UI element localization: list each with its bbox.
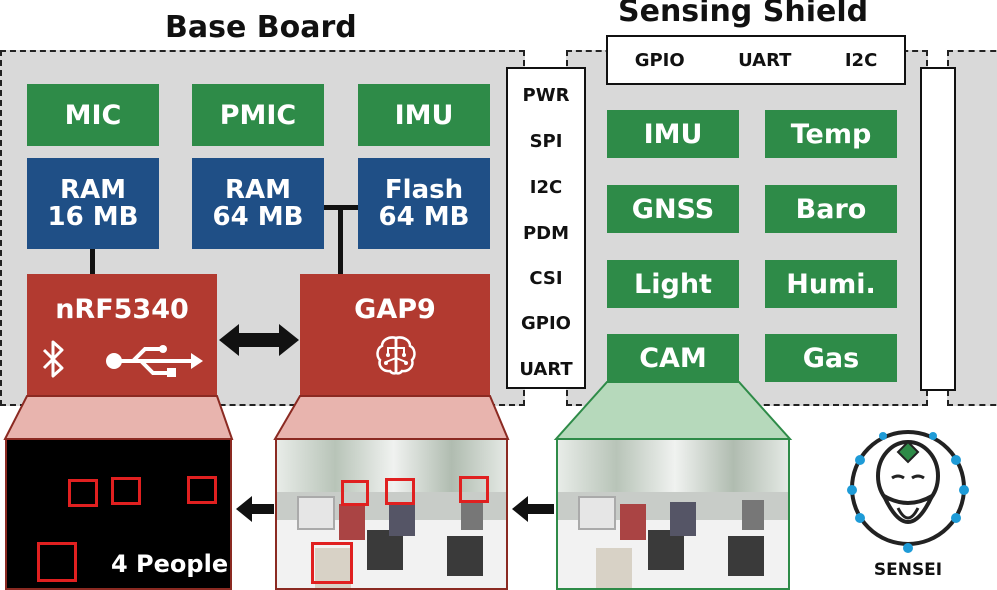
sensor-humidity: Humi. — [765, 260, 897, 308]
people-count-label: 4 People — [111, 550, 229, 578]
sensei-logo-text: SENSEI — [873, 560, 943, 580]
image-chair — [367, 530, 403, 570]
pmic-block: PMIC — [192, 84, 324, 146]
flash-64mb-line2: 64 MB — [378, 201, 470, 232]
memory-bus-wire-v — [338, 205, 343, 274]
ram16-to-nrf-wire — [90, 249, 95, 274]
image-chair — [648, 530, 684, 570]
image-person — [339, 504, 365, 540]
flash-64mb-line1: Flash — [384, 174, 464, 205]
ram-16mb-line2: 16 MB — [47, 201, 139, 232]
image-monitor — [578, 496, 616, 530]
image-person — [742, 500, 764, 530]
processed-camera-image — [275, 438, 508, 590]
detection-box — [459, 476, 489, 503]
shield-interface-bar: GPIO UART I2C — [606, 35, 906, 85]
sensor-temp: Temp — [765, 110, 897, 158]
shield-interface-uart: UART — [738, 49, 792, 71]
bus-uart: UART — [519, 359, 573, 380]
detection-box — [385, 478, 415, 505]
gap9-label: GAP9 — [354, 294, 436, 325]
shield-interface-i2c: I2C — [844, 49, 878, 71]
image-person — [620, 504, 646, 540]
ram-16mb-line1: RAM — [59, 174, 126, 205]
sensor-light: Light — [607, 260, 739, 308]
sensor-cam: CAM — [607, 334, 739, 382]
shield-connector — [920, 67, 956, 391]
shield-interface-gpio: GPIO — [634, 49, 685, 71]
image-chair — [728, 536, 764, 576]
left-arrow-icon — [236, 496, 274, 522]
raw-camera-image — [556, 438, 790, 590]
sensor-gnss: GNSS — [607, 185, 739, 233]
bus-pdm: PDM — [522, 223, 570, 244]
bidirectional-arrow-icon — [219, 324, 299, 356]
image-person — [596, 548, 632, 588]
bus-pwr: PWR — [522, 85, 570, 106]
bluetooth-icon — [42, 340, 64, 378]
base-board-title: Base Board — [165, 10, 357, 45]
image-monitor — [297, 496, 335, 530]
sensei-logo-icon — [847, 430, 969, 553]
detection-box — [68, 479, 98, 507]
detection-output-panel: 4 People — [5, 438, 232, 590]
nrf5340-block: nRF5340 — [27, 274, 217, 396]
bus-spi: SPI — [529, 131, 563, 152]
sensei-logo: SENSEI — [838, 418, 978, 588]
mic-block: MIC — [27, 84, 159, 146]
bus-i2c: I2C — [529, 177, 563, 198]
image-person — [670, 502, 696, 536]
detection-box — [37, 542, 77, 582]
ram-16mb-block: RAM 16 MB — [27, 158, 159, 249]
sensor-imu: IMU — [607, 110, 739, 158]
image-chair — [447, 536, 483, 576]
ram-64mb-line1: RAM — [224, 174, 291, 205]
zoom-funnels — [3, 381, 793, 440]
image-window — [277, 440, 506, 492]
image-window — [558, 440, 788, 492]
bus-connector: PWR SPI I2C PDM CSI GPIO UART — [506, 67, 586, 389]
left-arrow-icon — [512, 496, 554, 522]
bus-gpio: GPIO — [521, 313, 571, 334]
ram-64mb-block: RAM 64 MB — [192, 158, 324, 249]
nrf5340-label: nRF5340 — [55, 294, 189, 325]
flash-64mb-block: Flash 64 MB — [358, 158, 490, 249]
detection-box — [311, 542, 353, 584]
base-imu-block: IMU — [358, 84, 490, 146]
detection-box — [187, 476, 217, 504]
usb-icon — [106, 345, 203, 377]
image-person — [461, 500, 483, 530]
sensing-shield-title: Sensing Shield — [618, 0, 869, 29]
brain-circuit-icon — [376, 336, 416, 375]
ram-64mb-line2: 64 MB — [212, 201, 304, 232]
detection-box — [341, 480, 369, 506]
gap9-block: GAP9 — [300, 274, 490, 396]
bus-csi: CSI — [529, 268, 563, 289]
sensor-baro: Baro — [765, 185, 897, 233]
image-person — [389, 502, 415, 536]
sensor-gas: Gas — [765, 334, 897, 382]
detection-box — [111, 477, 141, 505]
